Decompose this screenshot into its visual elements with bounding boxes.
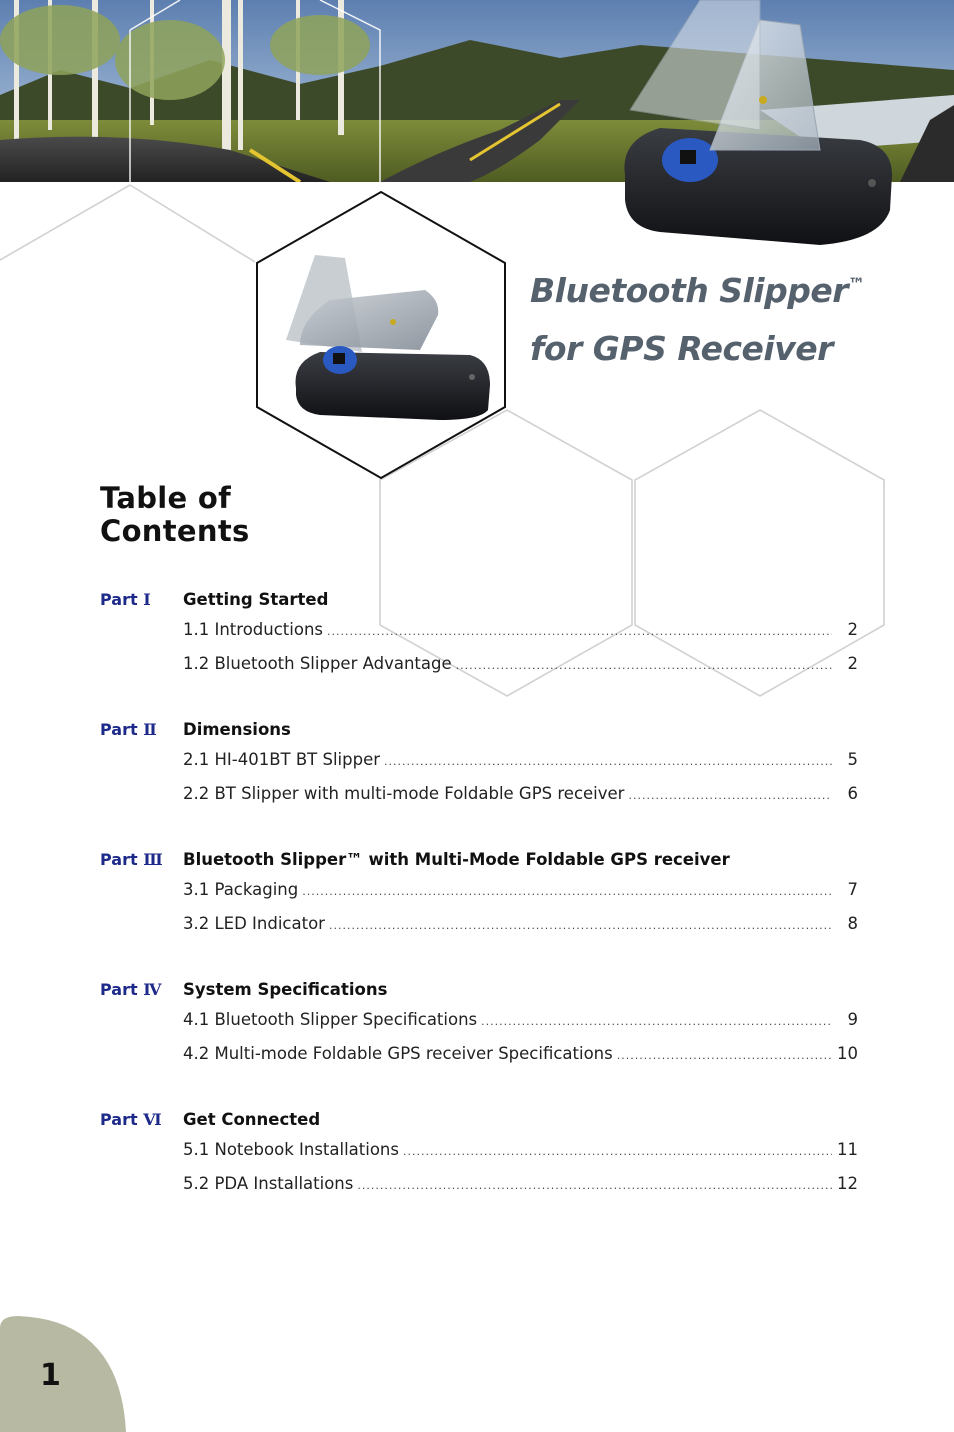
toc-part-label: Part Ⅱ	[100, 720, 157, 739]
toc-entry-page-number[interactable]: 8	[847, 913, 859, 933]
toc-part: Part Ⅲ Bluetooth Slipper™ with Multi-Mode…	[100, 850, 860, 947]
toc-part-roman-numeral: Ⅰ	[143, 590, 151, 609]
toc-part: Part Ⅳ System Specifications 4.1 Bluetooth…	[100, 980, 860, 1077]
toc-entry[interactable]: 1.1 Introductions.......................…	[183, 620, 858, 654]
toc-entry-page-number[interactable]: 9	[847, 1010, 859, 1029]
toc-entry-title[interactable]: 2.1 HI-401BT BT Slipper	[183, 750, 381, 769]
toc-entry-title[interactable]: 3.1 Packaging	[183, 880, 299, 899]
toc-part-label: Part Ⅰ	[100, 590, 151, 609]
toc-entry-title[interactable]: 2.2 BT Slipper with multi-mode Foldable …	[183, 783, 625, 803]
toc-dot-leader: ........................................…	[403, 1145, 832, 1158]
toc-entry-page-number[interactable]: 10	[837, 1043, 858, 1063]
toc-entry-title[interactable]: 5.2 PDA Installations	[183, 1173, 354, 1193]
toc-part-title[interactable]: Bluetooth Slipper™ with Multi-Mode Folda…	[183, 850, 730, 869]
toc-part-header: Part Ⅱ Dimensions	[100, 720, 860, 750]
toc-part-header: Part Ⅳ System Specifications	[100, 980, 860, 1010]
table-of-contents: Part Ⅰ Getting Started 1.1 Introductions..…	[100, 590, 860, 1240]
toc-dot-leader: ........................................…	[357, 1178, 832, 1192]
toc-part-header: Part Ⅵ Get Connected	[100, 1110, 860, 1140]
toc-entry-page-number[interactable]: 12	[837, 1173, 858, 1193]
toc-dot-leader: ........................................…	[616, 1048, 832, 1062]
toc-part-roman-numeral: Ⅲ	[143, 850, 163, 869]
toc-entry-page-number[interactable]: 7	[847, 880, 859, 899]
header-banner-photo	[0, 0, 954, 245]
toc-part-label: Part Ⅲ	[100, 850, 163, 869]
toc-part-header: Part Ⅲ Bluetooth Slipper™ with Multi-Mode…	[100, 850, 860, 880]
toc-part-title[interactable]: Get Connected	[183, 1110, 321, 1129]
toc-part-title[interactable]: Dimensions	[183, 720, 291, 739]
toc-entry[interactable]: 4.2 Multi-mode Foldable GPS receiver Spe…	[183, 1044, 858, 1078]
toc-entry[interactable]: 3.1 Packaging...........................…	[183, 880, 858, 914]
toc-part: Part Ⅰ Getting Started 1.1 Introductions..…	[100, 590, 860, 687]
featured-device-hexagon	[256, 190, 506, 480]
trademark-symbol: ™	[848, 275, 865, 295]
toc-entry[interactable]: 2.1 HI-401BT BT Slipper.................…	[183, 750, 858, 784]
toc-part-roman-numeral: Ⅱ	[143, 720, 157, 739]
toc-entry-title[interactable]: 4.2 Multi-mode Foldable GPS receiver Spe…	[183, 1043, 613, 1063]
hexagon-pattern	[0, 184, 885, 697]
toc-entry[interactable]: 5.2 PDA Installations...................…	[183, 1174, 858, 1208]
toc-entry-page-number[interactable]: 6	[847, 783, 859, 803]
gps-device-photo	[624, 0, 892, 245]
toc-dot-leader: ........................................…	[302, 885, 832, 898]
toc-dot-leader: ........................................…	[327, 625, 832, 638]
toc-entry[interactable]: 2.2 BT Slipper with multi-mode Foldable …	[183, 784, 858, 818]
toc-dot-leader: ........................................…	[628, 788, 832, 802]
document-title: Bluetooth Slipper™ for GPS Receiver	[530, 262, 865, 378]
toc-entry[interactable]: 1.2 Bluetooth Slipper Advantage.........…	[183, 654, 858, 688]
title-line-1: Bluetooth Slipper™	[530, 271, 865, 310]
toc-part-header: Part Ⅰ Getting Started	[100, 590, 860, 620]
toc-dot-leader: ........................................…	[481, 1015, 832, 1028]
toc-dot-leader: ........................................…	[328, 918, 832, 932]
toc-heading: Table of Contents	[100, 481, 250, 548]
toc-part-title[interactable]: System Specifications	[183, 980, 388, 999]
toc-entry[interactable]: 4.1 Bluetooth Slipper Specifications....…	[183, 1010, 858, 1044]
toc-entry-page-number[interactable]: 5	[847, 750, 859, 769]
toc-entry-title[interactable]: 1.1 Introductions	[183, 620, 324, 639]
toc-part: Part Ⅵ Get Connected 5.1 Notebook Installa…	[100, 1110, 860, 1207]
toc-entry-title[interactable]: 3.2 LED Indicator	[183, 913, 325, 933]
toc-dot-leader: ........................................…	[455, 658, 832, 672]
toc-entry-title[interactable]: 5.1 Notebook Installations	[183, 1140, 399, 1159]
toc-part-label: Part Ⅳ	[100, 980, 162, 999]
toc-part: Part Ⅱ Dimensions 2.1 HI-401BT BT Slipper.…	[100, 720, 860, 817]
toc-entry[interactable]: 5.1 Notebook Installations..............…	[183, 1140, 858, 1174]
toc-entry-page-number[interactable]: 2	[847, 620, 859, 639]
toc-entry-page-number[interactable]: 2	[847, 653, 859, 673]
toc-entry-page-number[interactable]: 11	[837, 1140, 858, 1159]
toc-part-roman-numeral: Ⅵ	[143, 1110, 162, 1129]
toc-entry-title[interactable]: 1.2 Bluetooth Slipper Advantage	[183, 653, 452, 673]
toc-part-label: Part Ⅵ	[100, 1110, 162, 1129]
toc-dot-leader: ........................................…	[384, 755, 832, 768]
toc-part-title[interactable]: Getting Started	[183, 590, 329, 609]
toc-entry-title[interactable]: 4.1 Bluetooth Slipper Specifications	[183, 1010, 478, 1029]
page-number: 1	[40, 1358, 61, 1393]
page-corner-tab	[0, 1316, 126, 1432]
title-line-2: for GPS Receiver	[530, 329, 833, 368]
toc-part-roman-numeral: Ⅳ	[143, 980, 162, 999]
toc-entry[interactable]: 3.2 LED Indicator.......................…	[183, 914, 858, 948]
